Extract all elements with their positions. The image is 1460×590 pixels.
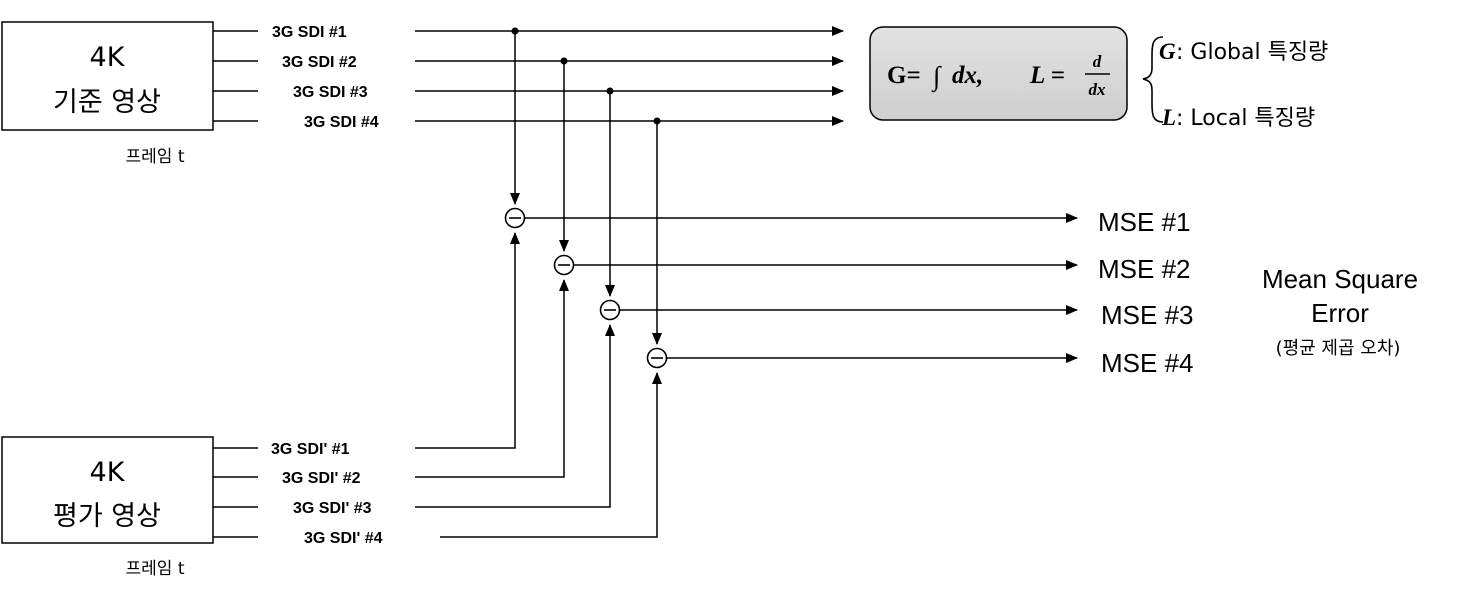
reference-source-title: 4K (90, 42, 126, 73)
reference-link-label: 3G SDI #1 (272, 24, 347, 41)
legend-l-text: : Local 특징량 (1176, 106, 1315, 131)
subtractor-node-3 (599, 299, 621, 321)
formula-fraction-numerator: d (1093, 52, 1102, 71)
formula-box (869, 26, 1128, 121)
evaluation-link-label: 3G SDI' #3 (293, 500, 372, 517)
evaluation-link-label: 3G SDI' #2 (282, 470, 361, 487)
formula-integral: ∫ (931, 61, 942, 93)
mse-output-label: MSE #4 (1101, 348, 1194, 378)
reference-frame-label: 프레임 t (126, 147, 185, 167)
formula-dx: dx, (952, 62, 983, 89)
evaluation-line-3 (415, 324, 615, 508)
mse-output-label: MSE #2 (1098, 254, 1191, 284)
mse-caption-line2: Error (1311, 298, 1369, 328)
evaluation-frame-label: 프레임 t (126, 559, 185, 579)
mse-output-label: MSE #1 (1098, 207, 1191, 237)
legend-brace (1142, 36, 1164, 123)
legend-g-text: : Global 특징량 (1176, 40, 1328, 65)
mse-output-label: MSE #3 (1101, 300, 1194, 330)
evaluation-line-1 (415, 232, 520, 449)
evaluation-link-label: 3G SDI' #1 (271, 441, 350, 458)
subtractor-node-4 (646, 347, 668, 369)
formula-l-symbol: L = (1029, 62, 1065, 89)
evaluation-source-subtitle: 평가 영상 (53, 501, 161, 532)
evaluation-source-box (1, 436, 214, 544)
reference-link-label: 3G SDI #4 (304, 114, 379, 131)
reference-source-subtitle: 기준 영상 (53, 87, 161, 118)
mse-caption-line1: Mean Square (1262, 264, 1418, 294)
legend-l-symbol: L (1161, 105, 1176, 130)
reference-source-box (1, 21, 214, 131)
subtractor-node-2 (553, 254, 575, 276)
formula-fraction-denominator: dx (1089, 80, 1107, 99)
reference-link-label: 3G SDI #3 (293, 84, 368, 101)
mse-caption-line3: (평균 제곱 오차) (1276, 338, 1401, 359)
legend-g-symbol: G (1159, 39, 1176, 64)
evaluation-link-label: 3G SDI' #4 (304, 530, 383, 547)
formula-g-symbol: G= (887, 62, 921, 89)
subtractor-node-1 (504, 207, 526, 229)
reference-link-label: 3G SDI #2 (282, 54, 357, 71)
evaluation-source-title: 4K (90, 457, 126, 488)
evaluation-line-2 (415, 279, 569, 478)
evaluation-line-4 (440, 372, 662, 538)
